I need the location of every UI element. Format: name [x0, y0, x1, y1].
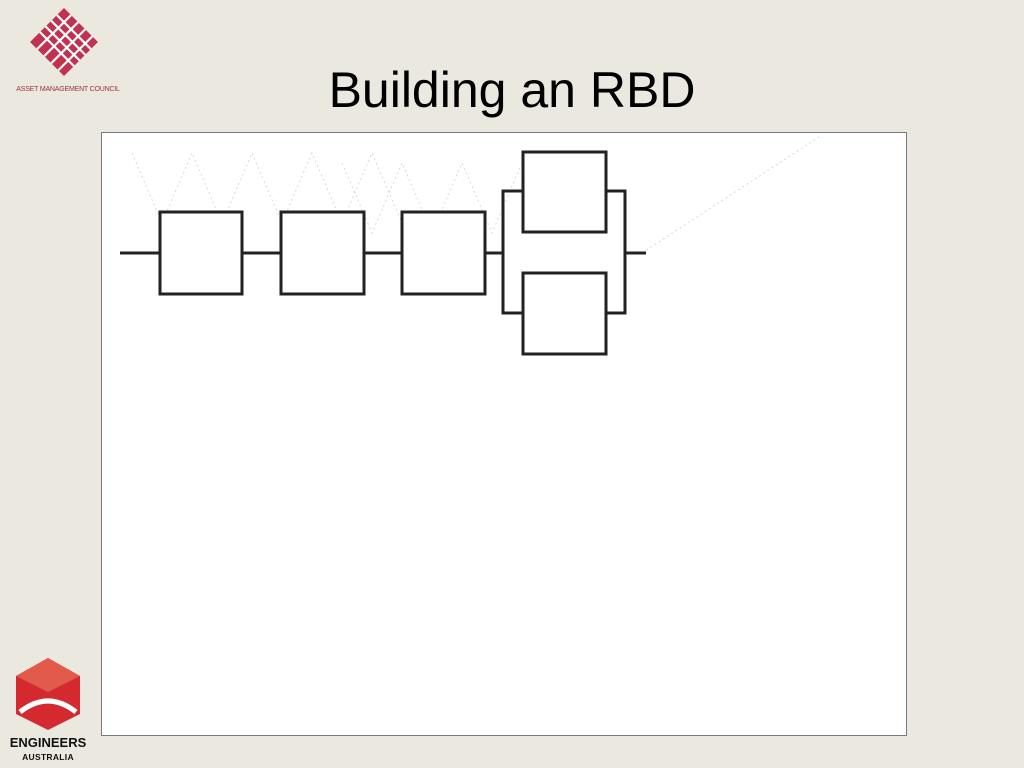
parallel-split-bottom: [501, 253, 523, 315]
rbd-block-3: [400, 210, 487, 296]
parallel-split-top: [501, 189, 523, 253]
engineers-australia-logo: ENGINEERS AUSTRALIA: [2, 656, 94, 766]
amc-caption: ASSET MANAGEMENT COUNCIL: [16, 86, 120, 93]
engineers-australia-icon: [16, 658, 80, 730]
rbd-block-parallel-bottom: [521, 271, 608, 356]
rbd-block-parallel-top: [521, 150, 608, 234]
engineers-australia-name: ENGINEERS: [9, 735, 87, 750]
amc-logo-icon: [30, 8, 98, 76]
rbd-block-1: [158, 210, 244, 296]
amc-logo: ASSET MANAGEMENT COUNCIL: [6, 6, 130, 94]
rbd-diagram-panel: [101, 132, 907, 736]
engineers-australia-sub: AUSTRALIA: [22, 752, 74, 762]
faint-background-pattern: [131, 134, 823, 254]
rbd-block-2: [279, 210, 366, 296]
parallel-join-top: [606, 189, 627, 253]
rbd-diagram: [120, 134, 823, 356]
parallel-join-bottom: [606, 253, 627, 315]
rbd-connections: [120, 189, 646, 315]
rbd-blocks: [158, 150, 608, 356]
slide-title: Building an RBD: [328, 62, 696, 118]
